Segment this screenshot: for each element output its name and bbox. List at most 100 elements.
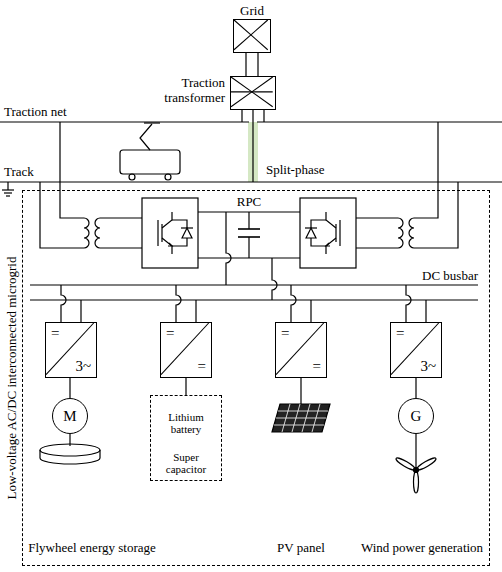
node-label: Traction transformer: [145, 75, 225, 105]
coupling-wire: [414, 182, 458, 248]
converter-symbol: =: [166, 325, 174, 341]
igbt-symbol: [161, 224, 162, 242]
converter-symbol: 3~: [420, 358, 436, 374]
generator-circle: G: [398, 398, 434, 434]
symbol-stroke: [391, 323, 439, 375]
pv-panel-symbol: [282, 404, 320, 432]
busbar-tap-wire: [61, 285, 66, 322]
igbt-symbol: [326, 212, 336, 228]
traction-net-line: [0, 121, 502, 122]
ground-symbol: [2, 182, 14, 196]
dc-link-wire: [248, 237, 249, 258]
igbt-symbol: [162, 238, 172, 254]
converter-box: ==: [160, 322, 212, 378]
coupling-transformer-coil: [398, 218, 403, 248]
coupling-wire: [356, 247, 398, 248]
train-symbol: [120, 150, 180, 174]
coupling-wire: [414, 122, 438, 218]
wind-turbine-symbol: [395, 434, 437, 493]
dc-link-wire: [226, 212, 231, 285]
igbt-symbol: [157, 220, 158, 246]
busbar-tap-wire: [291, 285, 296, 322]
converter-box: =3~: [45, 322, 97, 378]
region-title: Low-voltage AC/DC interconnected microgr…: [4, 257, 19, 500]
igbt-symbol: [311, 220, 326, 228]
coupling-wire: [356, 217, 398, 218]
symbol-stroke: [231, 91, 273, 92]
converter-symbol: =: [198, 358, 206, 374]
track-line: [0, 181, 502, 182]
wind-turbine-symbol: [414, 471, 419, 493]
capacitor-symbol: [238, 228, 260, 230]
busbar-tap-wire: [61, 285, 426, 322]
rpc-converter-box: [300, 198, 356, 268]
coupling-wire: [40, 182, 84, 248]
dc-link-wire: [272, 258, 277, 300]
symbol-stroke: [276, 323, 324, 375]
ground-symbol: [2, 189, 14, 190]
ground-symbol: [7, 182, 8, 190]
symbol-stroke: [231, 77, 252, 92]
box-symbol: [234, 20, 270, 52]
node-label: Grid: [240, 3, 264, 18]
component-label: Flywheel energy storage: [28, 540, 156, 555]
coupling-wire: [100, 247, 142, 248]
symbol-stroke: [252, 92, 273, 107]
igbt-symbol: [306, 228, 316, 238]
device-label: RPC: [237, 194, 262, 209]
busbar-label: DC busbar: [422, 268, 478, 283]
box-symbol: [231, 77, 275, 109]
converter-box: = 3~: [390, 322, 442, 378]
section-label: Split-phase: [266, 162, 325, 177]
transformer-leg-wire: [263, 110, 264, 122]
transformer-leg-wire: [242, 110, 264, 182]
line-label: Track: [4, 164, 34, 179]
ground-symbol: [6, 195, 10, 196]
symbol-stroke: [46, 323, 94, 375]
busbar-tap-wire: [80, 300, 81, 322]
igbt-symbol: [326, 238, 336, 254]
converter-symbol: =: [51, 325, 59, 341]
igbt-symbol: [311, 238, 326, 246]
train-symbol: [120, 123, 180, 180]
pv-panel-symbol: [274, 411, 328, 425]
motor-circle: M: [52, 398, 88, 434]
coupling-transformer-coil: [409, 218, 414, 248]
train-symbol: [129, 174, 135, 180]
symbol-stroke: [252, 77, 273, 92]
coupling-transformer-coil: [84, 218, 89, 248]
grid-feeder-wire: [257, 53, 258, 76]
component-label: PV panel: [277, 540, 325, 555]
converter-symbol: =: [281, 325, 289, 341]
converter-symbol: =: [313, 358, 321, 374]
transformer-box: Traction transformer: [230, 76, 276, 110]
connector-wire: [185, 378, 186, 395]
flywheel-symbol: [40, 434, 100, 464]
traction-net-line: [0, 121, 249, 122]
converter-box: ==: [275, 322, 327, 378]
pv-panel-symbol: [300, 378, 301, 404]
transformer-leg-wire: [252, 110, 253, 182]
connector-wire: [415, 378, 416, 398]
dc-link-wire: [248, 212, 249, 229]
symbol-stroke: [161, 323, 209, 375]
coupling-wire: [60, 122, 84, 218]
rpc-converter-box: [142, 198, 198, 268]
dc-link-wire: [198, 212, 300, 300]
node-label: M: [63, 408, 76, 424]
grid-box: Grid: [233, 19, 271, 53]
train-symbol: [165, 174, 171, 180]
converter-symbol: =: [396, 325, 404, 341]
line-label: Traction net: [4, 104, 67, 119]
igbt-symbol: [326, 243, 330, 246]
symbol-stroke: [234, 20, 268, 50]
igbt-symbol: [172, 238, 187, 246]
coupling-transformer-coil: [95, 218, 100, 248]
microgrid-region: =3~=====3~MLithium batterySuper capacito…: [22, 190, 490, 566]
connector-wire: [69, 378, 70, 398]
dc-busbar-line: [30, 284, 478, 285]
busbar-tap-wire: [425, 300, 426, 322]
flywheel-symbol: [40, 444, 100, 456]
